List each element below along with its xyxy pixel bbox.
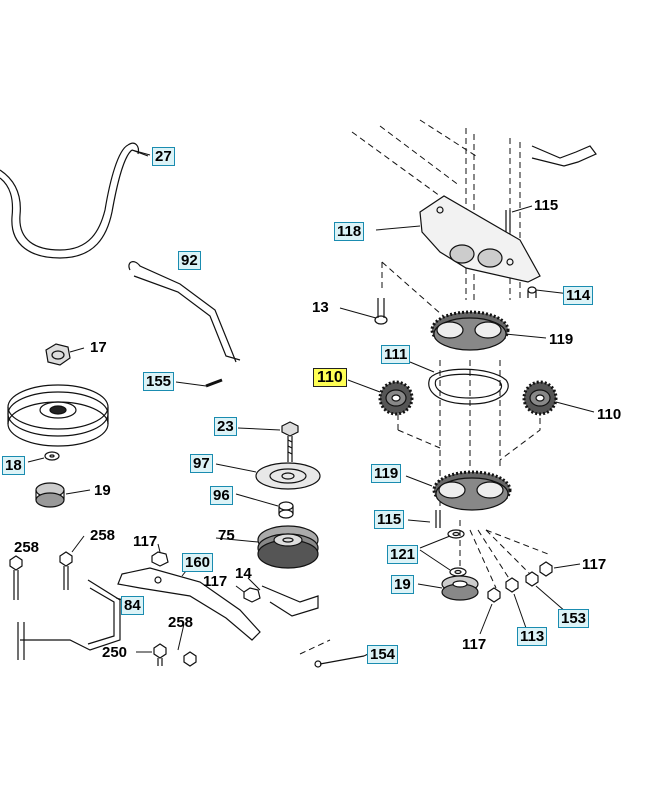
bolt-13 (374, 298, 388, 325)
callout-75: 75 (218, 527, 235, 544)
bolt-154 (314, 655, 365, 668)
spring-pin (205, 378, 223, 388)
callout-117-c: 117 (582, 556, 607, 573)
callout-119-bottom: 119 (371, 464, 402, 483)
gear-housing-119-bottom (432, 470, 512, 511)
nut-117-b (243, 587, 261, 603)
bolt-258-c (153, 643, 197, 667)
nut-117-a (151, 551, 169, 567)
washer-121-a (447, 529, 465, 539)
callout-27: 27 (152, 147, 175, 166)
drive-belt (0, 142, 149, 259)
callout-119-top: 119 (549, 331, 574, 348)
drive-pulley (7, 384, 109, 447)
lever-top-right (531, 145, 597, 167)
callout-153: 153 (558, 609, 590, 628)
bolt-115-lower (435, 510, 441, 528)
bolt-258-a (9, 555, 23, 600)
callout-117-d: 117 (462, 636, 487, 653)
bolt-115-top (505, 210, 511, 232)
bracket-84 (17, 579, 121, 660)
nut-117-c (487, 587, 501, 603)
callout-117-a: 117 (133, 533, 158, 550)
leader-lines (27, 149, 595, 657)
callout-17: 17 (90, 339, 107, 356)
gear-110-left (378, 380, 414, 416)
pin-114 (527, 286, 537, 298)
idler-bracket-160 (117, 567, 261, 641)
gear-housing-119-top (430, 310, 510, 351)
callout-258-b: 258 (90, 527, 116, 544)
nut-153 (525, 571, 539, 587)
callout-117-b: 117 (203, 573, 228, 590)
nut-113 (505, 577, 519, 593)
callout-155: 155 (143, 372, 175, 391)
callout-84: 84 (121, 596, 144, 615)
callout-250: 250 (102, 644, 128, 661)
callout-19-left: 19 (94, 482, 111, 499)
callout-154: 154 (367, 645, 399, 664)
callout-115-lower: 115 (374, 510, 405, 529)
callout-18: 18 (2, 456, 25, 475)
gearbox-plate-118 (419, 195, 541, 283)
callout-118: 118 (334, 222, 365, 241)
washer-97 (255, 462, 321, 490)
callout-114: 114 (563, 286, 594, 305)
callout-92: 92 (178, 251, 201, 270)
callout-110-right: 110 (597, 406, 622, 423)
gear-110-right (522, 380, 558, 416)
callout-96: 96 (210, 486, 233, 505)
bearing-19-left (35, 482, 65, 508)
assembly-guides (299, 119, 549, 655)
callout-23: 23 (214, 417, 237, 436)
callout-110-highlight: 110 (313, 368, 347, 387)
idler-pulley-75 (257, 525, 319, 569)
bracket-14 (261, 585, 319, 617)
callout-97: 97 (190, 454, 213, 473)
nut-117-d (539, 561, 553, 577)
callout-115-top: 115 (534, 197, 559, 214)
washer-18 (44, 451, 60, 461)
callout-13: 13 (312, 299, 329, 316)
callout-258-c: 258 (168, 614, 194, 631)
callout-121: 121 (387, 545, 419, 564)
callout-113: 113 (517, 627, 548, 646)
hex-nut-17 (45, 343, 71, 366)
bolt-23 (281, 421, 299, 462)
callout-14: 14 (235, 565, 252, 582)
washer-121-b (449, 567, 467, 577)
callout-19-right: 19 (391, 575, 414, 594)
callout-160: 160 (182, 553, 214, 572)
gasket-111 (428, 368, 509, 405)
bearing-19-right (441, 575, 479, 601)
spacer-96 (278, 501, 294, 519)
bolt-258-b (59, 551, 73, 590)
callout-111: 111 (381, 345, 411, 364)
idler-arm (128, 261, 241, 363)
callout-258-a: 258 (14, 539, 40, 556)
